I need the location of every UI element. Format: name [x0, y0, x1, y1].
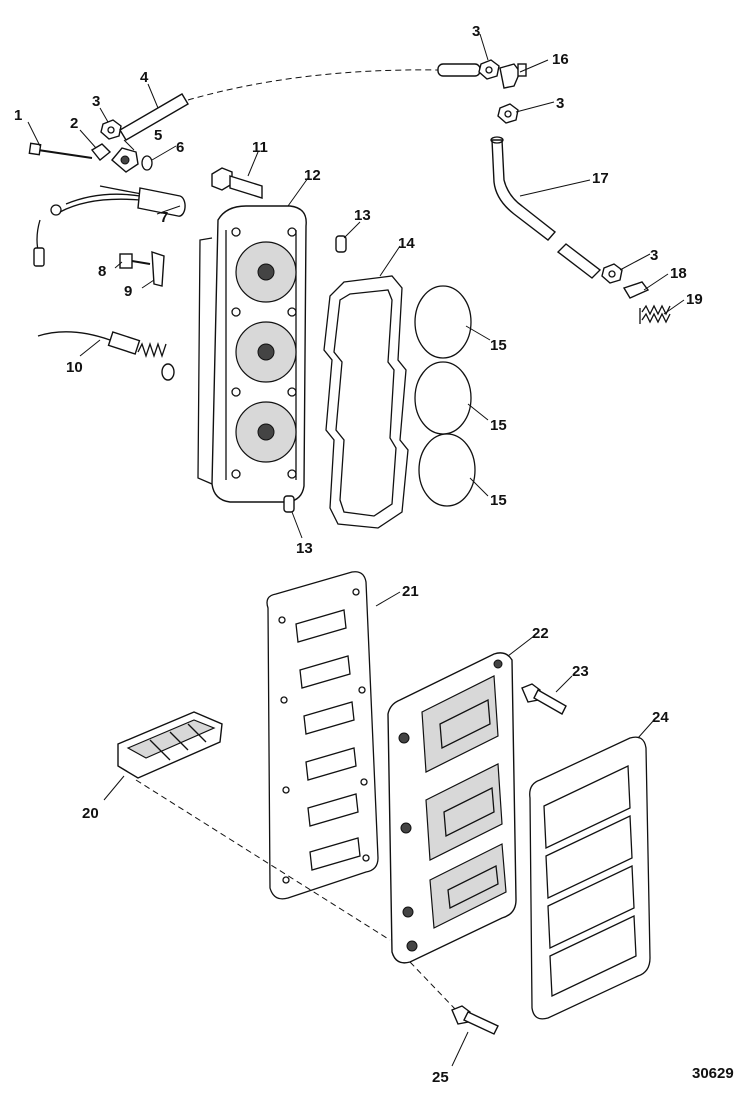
callout-2: 2 [70, 115, 78, 132]
part-gasket-24 [529, 736, 651, 1020]
part-hose-17 [490, 136, 602, 279]
part-gasket-14 [323, 275, 409, 529]
part-nut-3a [100, 119, 122, 140]
part-bolt-1 [28, 142, 93, 159]
part-hose-upper [437, 63, 481, 77]
part-sensor-10 [37, 331, 175, 381]
part-nut-3c [497, 103, 519, 124]
callout-14: 14 [398, 235, 415, 252]
callout-25: 25 [432, 1069, 449, 1086]
part-manifold-22 [387, 652, 517, 964]
part-nut-3d [601, 263, 623, 284]
callout-8: 8 [98, 263, 106, 280]
callout-20: 20 [82, 805, 99, 822]
callout-10: 10 [66, 359, 83, 376]
leader-lines [27, 33, 685, 1067]
part-head-cover-12 [197, 205, 307, 503]
part-5 [111, 147, 139, 173]
callout-9: 9 [124, 283, 132, 300]
part-18 [622, 281, 650, 299]
callout-11: 11 [252, 139, 268, 156]
callout-24: 24 [652, 709, 669, 726]
part-dowel-13b [283, 495, 295, 513]
callout-19: 19 [686, 291, 703, 308]
callout-13b: 13 [296, 540, 313, 557]
part-bracket-9 [151, 251, 165, 287]
part-harness-7 [33, 185, 186, 267]
callout-labels: 1 2 3 4 5 6 7 8 9 10 11 12 13 14 15 15 1… [14, 23, 734, 1086]
part-gasket-21 [266, 571, 379, 900]
callout-3: 3 [92, 93, 100, 110]
part-dowel-13a [335, 235, 347, 253]
part-bolt-11 [211, 167, 263, 199]
part-elbow-16 [499, 63, 527, 89]
callout-13a: 13 [354, 207, 371, 224]
callout-21: 21 [402, 583, 419, 600]
callout-1: 1 [14, 107, 22, 124]
callout-5: 5 [154, 127, 162, 144]
part-o-ring-15b [414, 361, 472, 435]
callout-17: 17 [592, 170, 609, 187]
callout-22: 22 [532, 625, 549, 642]
callout-15c: 15 [490, 492, 507, 509]
callout-23: 23 [572, 663, 589, 680]
part-bolt-23 [521, 683, 567, 715]
callout-7: 7 [160, 209, 168, 226]
part-screw-8 [119, 253, 151, 269]
part-nut-3b [478, 59, 500, 80]
part-o-ring-15c [418, 433, 476, 507]
callout-3-top: 3 [472, 23, 480, 40]
callout-12: 12 [304, 167, 321, 184]
callout-16: 16 [552, 51, 569, 68]
callout-18: 18 [670, 265, 687, 282]
callout-15a: 15 [490, 337, 507, 354]
figure-number: 30629 [692, 1065, 734, 1082]
part-spring-19 [639, 304, 671, 324]
part-o-ring-15a [414, 285, 472, 359]
callout-4: 4 [140, 69, 149, 86]
part-o-ring-6 [141, 155, 153, 171]
callout-6: 6 [176, 139, 184, 156]
part-fitting-2 [90, 143, 112, 161]
part-reed-block-20 [117, 711, 223, 779]
callout-3-mid: 3 [556, 95, 564, 112]
callout-3-right: 3 [650, 247, 658, 264]
part-bolt-25 [451, 1005, 499, 1035]
part-hose-4 [119, 93, 189, 141]
callout-15b: 15 [490, 417, 507, 434]
